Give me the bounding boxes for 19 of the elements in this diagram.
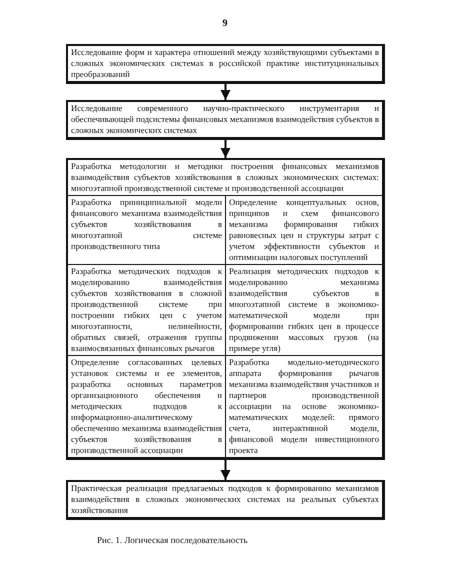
box-text: Практическая реализация предлагаемых подходов к формированию механизмов взаимодействия в сложных экономических системах на реальных субъектах хозяйствования: [71, 483, 379, 516]
cell-text: Определение согласованных целевых установок системы и ее элементов, разработка основных параметров организационного обеспечения и методических подходов к информационно-аналитическому обеспечению механизма взаимодействия субъектов хозяйствования в производственной ассоциации: [71, 357, 222, 456]
box-text: Исследование форм и характера отношений между хозяйствующими субъектами в сложных экономических системах в российской практике институциональных преобразований: [71, 47, 379, 80]
cell-text: Разработка модельно-методического аппарата формирования рычагов механизма взаимодействия участников и партнеров производственной ассоциации на основе экономико-математических моделей: прямого счета, интерактивной модели, финансовой модели инвестиционного проекта: [229, 357, 379, 456]
box-text: Исследование современного научно-практического инструментария и обеспечивающей подсистемы финансовых механизмов взаимодействия субъектов в сложных экономических системах: [71, 103, 379, 136]
process-box: [66, 100, 385, 140]
process-box: [66, 158, 385, 460]
arrow: [220, 140, 230, 158]
caption: Рис. 1. Логическая последовательность: [97, 535, 248, 545]
arrow: [220, 84, 230, 100]
cell-text: Разработка методических подходов к моделированию взаимодействия субъектов хозяйствования в сложной производственной системе при построении гибких цен с учетом многоэтапности, нелинейности, обратных связей, отражения группы взаимосвязанных финансовых рычагов: [71, 266, 222, 354]
page-number: 9: [222, 18, 228, 29]
arrow: [220, 460, 230, 480]
cell-text: Реализация методических подходов к моделированию механизма взаимодействия субъектов в многоэтапной системе в экономико-математической модели при формировании гибких цен в процессе продвижении массовых грузов (на примере угля): [229, 266, 379, 354]
process-box: [66, 44, 385, 84]
cell-text: Разработка приниципиальной модели финансового механизма взаимодействия субъектов хозяйствования в многоэтапной системе производственного типа: [71, 197, 222, 252]
cell-text: Определение концептуальных основ, принципов и схем финансового механизма формирования гибких равновесных цен и структуры затрат с учетом эффективности субъектов и оптимизации налоговых поступлений: [229, 197, 379, 263]
box-text: Разработка методологии и методики построения финансовых механизмов взаимодействия субъектов хозяйствования в сложных экономических системах: многоэтапной производственной системе и производственной ассоциации: [70, 160, 380, 195]
process-box: [66, 480, 385, 520]
